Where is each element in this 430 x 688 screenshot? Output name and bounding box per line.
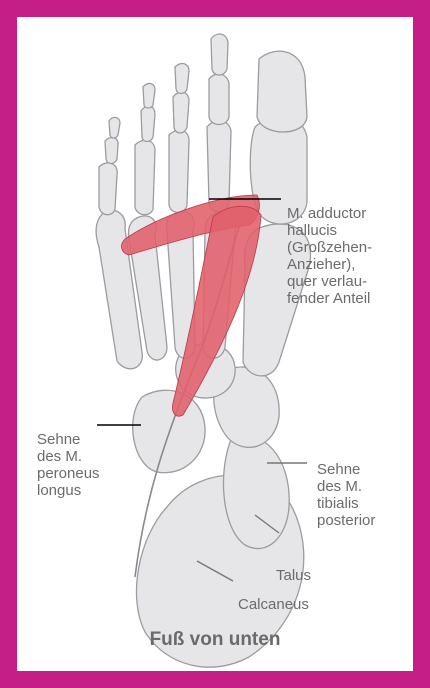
label-peroneus-tendon: Sehne des M. peroneus longus <box>37 431 100 499</box>
toe4-distal <box>143 83 155 108</box>
toe2-distal <box>211 34 228 75</box>
toe4-proximal <box>135 140 155 215</box>
toe5-distal <box>109 117 120 138</box>
toe5-proximal <box>99 163 117 215</box>
label-calcaneus: Calcaneus <box>238 596 309 613</box>
toe3-proximal <box>169 130 189 212</box>
figure-caption: Fuß von unten <box>17 629 413 651</box>
hallux-distal-phalanx <box>257 51 307 132</box>
label-talus: Talus <box>276 567 311 584</box>
toe4-middle <box>141 106 155 141</box>
talus-bone <box>223 435 289 548</box>
label-adductor-hallucis: M. adductor hallucis (Großzehen- Anziehe… <box>287 205 372 307</box>
toe3-middle <box>173 92 189 133</box>
toe3-distal <box>175 64 189 94</box>
illustration-panel: M. adductor hallucis (Großzehen- Anziehe… <box>17 17 413 671</box>
toe5-middle <box>105 138 118 164</box>
toe2-middle <box>209 74 229 124</box>
label-tibialis-tendon: Sehne des M. tibialis posterior <box>317 461 375 529</box>
foot-illustration <box>17 17 413 671</box>
